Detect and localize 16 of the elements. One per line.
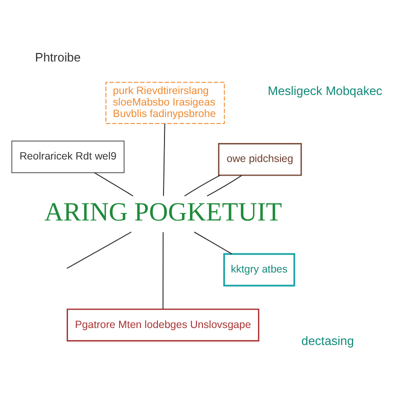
connector [163,123,166,196]
node-box: Reolraricek Rdt wel9 [11,140,125,174]
connector [66,232,132,269]
node-box: kktgry atbes [223,253,296,287]
label: Phtroibe [35,50,81,65]
connector [162,232,164,310]
node-box: Pgatrore Mten lodebges Unslovsgape [66,308,260,342]
label: dectasing [301,334,354,348]
connector [206,174,242,196]
label: Mesligeck Mobqakec [268,84,382,98]
node-text: ARING POGKETUIT [44,198,282,227]
connector [184,174,220,196]
node-box: purk Rievdtireirslang sloeMabsbo Irasigeas Buvblis fadinypsbrohe [105,82,225,124]
connector [94,172,134,196]
connector [194,232,232,254]
node-box: owe pidchsieg [218,143,302,176]
